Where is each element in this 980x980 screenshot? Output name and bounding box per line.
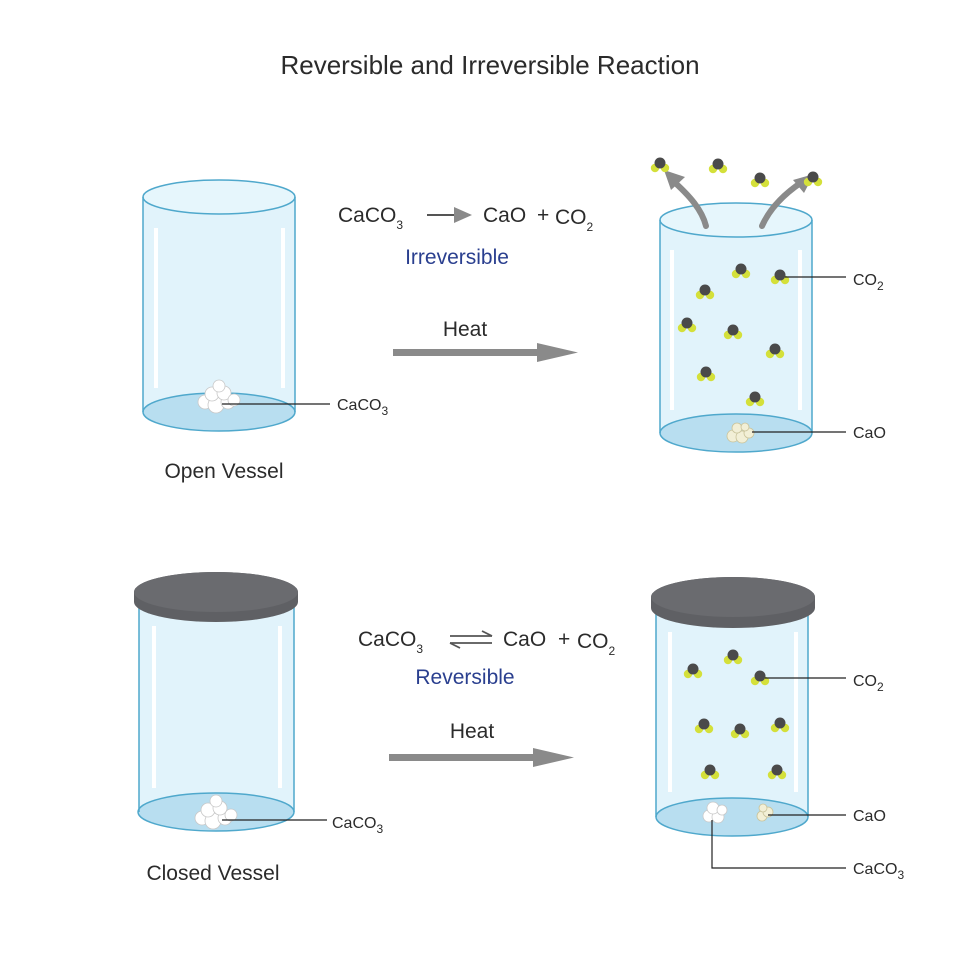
- co2-molecule-icon: [695, 284, 715, 300]
- label-caco3-top-left: CaCO3: [337, 397, 388, 418]
- co2-molecule-icon: [730, 723, 750, 739]
- closed-vessel-right: [651, 577, 815, 837]
- cao-pile-icon: [726, 422, 755, 444]
- open-vessel-left: [142, 179, 296, 432]
- svg-text:CaO: CaO: [483, 204, 526, 227]
- equilibrium-arrows-icon: [449, 630, 493, 649]
- lid-icon: [651, 577, 815, 628]
- co2-molecule-icon: [803, 171, 823, 187]
- co2-molecule-icon: [700, 764, 720, 780]
- caption-closed-vessel: Closed Vessel: [146, 862, 279, 885]
- reaction-type-reversible: Reversible: [415, 666, 514, 689]
- heat-label-top: Heat: [443, 318, 488, 341]
- svg-text:CO2: CO2: [555, 206, 594, 234]
- co2-molecule-icon: [770, 717, 790, 733]
- caco3-pile-icon: [197, 379, 241, 414]
- label-co2-top: CO2: [853, 272, 884, 293]
- co2-molecule-icon: [694, 718, 714, 734]
- equation-reversible: CaCO3 CaO + CO2: [358, 628, 616, 658]
- co2-molecule-icon: [696, 366, 716, 382]
- co2-molecule-icon: [731, 263, 751, 279]
- co2-molecule-icon: [650, 157, 670, 173]
- svg-text:CaO: CaO: [503, 628, 546, 651]
- heat-label-bottom: Heat: [450, 720, 495, 743]
- co2-molecule-icon: [708, 158, 728, 174]
- cao-pile-icon: [756, 803, 774, 822]
- co2-molecule-icon: [765, 343, 785, 359]
- label-caco3-bottom-right: CaCO3: [853, 861, 904, 882]
- co2-molecules-top: [650, 157, 823, 407]
- svg-text:+: +: [537, 204, 549, 227]
- label-caco3-bottom-left: CaCO3: [332, 815, 383, 836]
- svg-text:CO2: CO2: [577, 630, 616, 658]
- co2-molecule-icon: [767, 764, 787, 780]
- lid-icon: [134, 572, 298, 622]
- reaction-type-irreversible: Irreversible: [405, 246, 509, 269]
- co2-molecules-bottom: [683, 649, 790, 780]
- co2-molecule-icon: [723, 324, 743, 340]
- equation-irreversible: CaCO3 CaO + CO2: [338, 204, 594, 234]
- caco3-pile-icon: [702, 801, 728, 824]
- co2-molecule-icon: [683, 663, 703, 679]
- closed-vessel-left: [134, 572, 298, 832]
- heat-arrow-bottom: [389, 748, 574, 767]
- diagram-title: Reversible and Irreversible Reaction: [280, 50, 699, 80]
- heat-arrow-top: [393, 343, 578, 362]
- caco3-pile-icon: [194, 794, 238, 830]
- co2-molecule-icon: [723, 649, 743, 665]
- co2-molecule-icon: [750, 670, 770, 686]
- co2-molecule-icon: [750, 172, 770, 188]
- co2-molecule-icon: [770, 269, 790, 285]
- svg-text:+: +: [558, 628, 570, 651]
- label-cao-top: CaO: [853, 425, 886, 442]
- svg-text:CaCO3: CaCO3: [358, 628, 423, 656]
- caption-open-vessel: Open Vessel: [164, 460, 283, 483]
- label-co2-bottom: CO2: [853, 673, 884, 694]
- co2-molecule-icon: [677, 317, 697, 333]
- label-cao-bottom: CaO: [853, 808, 886, 825]
- svg-text:CaCO3: CaCO3: [338, 204, 403, 232]
- co2-molecule-icon: [745, 391, 765, 407]
